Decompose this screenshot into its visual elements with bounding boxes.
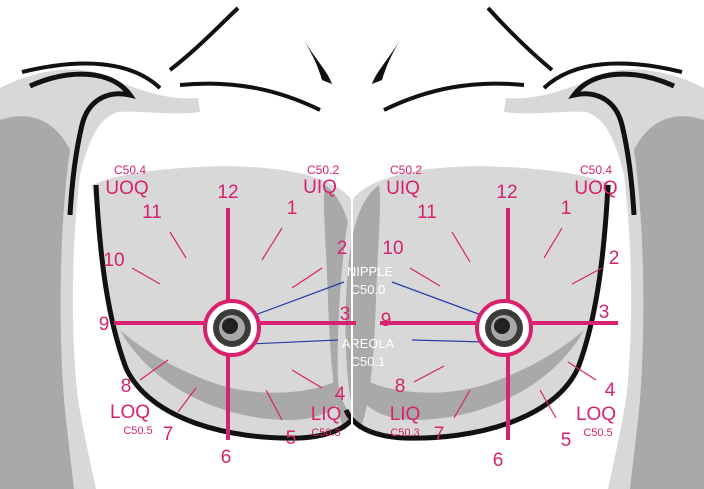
areola-code: C50.1 [351,354,386,369]
neck-left-line [170,8,238,70]
right-liq-code: C50.3 [390,427,419,439]
right-clock-1: 1 [561,198,572,219]
left-uoq-code: C50.4 [114,163,146,177]
left-clock-8: 8 [121,376,132,397]
left-clock-12: 12 [217,182,238,203]
left-clock-7: 7 [163,424,174,445]
nipple-label: NIPPLE [347,264,394,279]
left-uoq-label: UOQ [105,178,148,199]
left-nipple [222,318,238,334]
left-clock-4: 4 [335,384,346,405]
left-clock-1: 1 [287,198,298,219]
right-uoq-label: UOQ [574,178,617,199]
left-nipple-group [205,301,259,355]
clavicle-right [384,84,524,110]
left-clock-6: 6 [221,447,232,468]
left-clock-11: 11 [142,202,162,223]
right-uiq-label: UIQ [386,178,420,199]
left-clock-5: 5 [286,428,297,449]
right-clock-8: 8 [395,376,406,397]
areola-label: AREOLA [342,336,395,351]
right-clock-4: 4 [605,380,616,401]
right-clock-9: 9 [381,310,392,331]
right-uoq-code: C50.4 [580,163,612,177]
left-clock-10: 10 [103,250,124,271]
right-loq-code: C50.5 [583,427,612,439]
right-uiq-code: C50.2 [390,163,422,177]
left-uiq-label: UIQ [303,177,337,198]
right-clock-2: 2 [609,248,620,269]
right-liq-label: LIQ [390,404,421,425]
left-clock-3: 3 [340,304,351,325]
left-loq-code: C50.5 [123,425,152,437]
right-clock-7: 7 [434,424,445,445]
right-clock-11: 11 [417,202,437,223]
neck-right-line [488,8,552,70]
right-clock-12: 12 [496,182,517,203]
left-uiq-code: C50.2 [307,163,339,177]
sternal-notch-right [372,40,400,84]
left-liq-code: C50.3 [311,427,340,439]
right-loq-label: LOQ [576,404,616,425]
right-nipple [494,318,510,334]
left-liq-label: LIQ [311,404,342,425]
right-clock-5: 5 [561,430,572,451]
left-loq-label: LOQ [110,402,150,423]
sternal-notch-left [304,40,332,84]
right-clock-10: 10 [382,238,403,259]
clavicle-left [180,84,320,110]
left-clock-9: 9 [99,314,110,335]
right-nipple-group [477,301,531,355]
right-clock-6: 6 [493,450,504,471]
right-clock-3: 3 [599,302,610,323]
left-clock-2: 2 [337,238,348,259]
nipple-code: C50.0 [351,282,386,297]
